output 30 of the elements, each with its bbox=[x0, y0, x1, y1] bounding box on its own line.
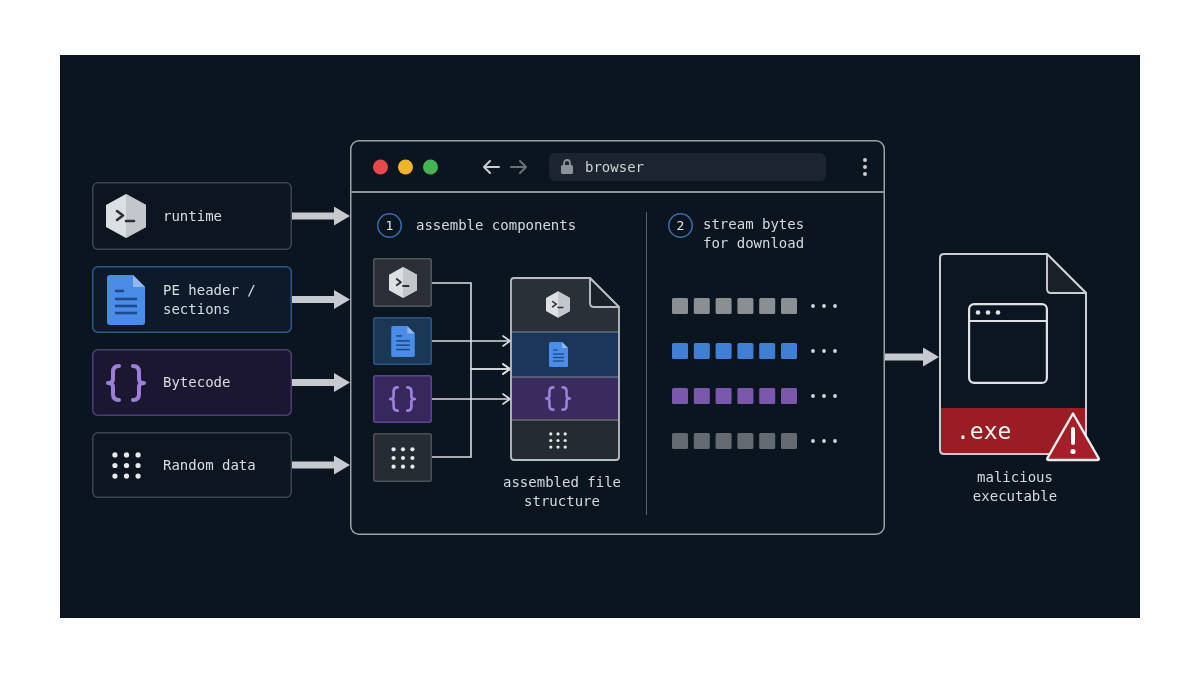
assembled-file bbox=[510, 277, 620, 461]
step-heading: assemble components bbox=[416, 216, 578, 235]
address-bar: browser bbox=[549, 153, 826, 181]
arrow bbox=[292, 373, 350, 392]
file-caption: malicious executable bbox=[971, 468, 1059, 506]
file-caption: assembled file structure bbox=[502, 473, 622, 511]
component-tile bbox=[373, 258, 432, 307]
step-number: 2 bbox=[668, 213, 693, 238]
step-heading: stream bytes for download bbox=[703, 215, 806, 253]
browser-window bbox=[350, 140, 885, 535]
step-number: 1 bbox=[377, 213, 402, 238]
arrow bbox=[431, 393, 511, 405]
file-extension-label: .exe bbox=[956, 417, 1012, 446]
component-card bbox=[92, 432, 292, 498]
card-label: PE header / sections bbox=[163, 280, 257, 319]
component-tile bbox=[373, 317, 432, 365]
card-label: Bytecode bbox=[163, 373, 232, 392]
arrow bbox=[431, 335, 511, 347]
component-tile bbox=[373, 433, 432, 482]
card-label: Random data bbox=[163, 455, 257, 475]
component-card bbox=[92, 182, 292, 250]
arrow bbox=[292, 290, 350, 309]
arrow bbox=[431, 363, 511, 458]
arrow bbox=[292, 455, 350, 475]
arrow bbox=[292, 206, 350, 226]
component-tile bbox=[373, 375, 432, 423]
component-card bbox=[92, 349, 292, 416]
component-card bbox=[92, 266, 292, 333]
executable-file bbox=[939, 253, 1087, 455]
card-label: runtime bbox=[163, 206, 223, 226]
